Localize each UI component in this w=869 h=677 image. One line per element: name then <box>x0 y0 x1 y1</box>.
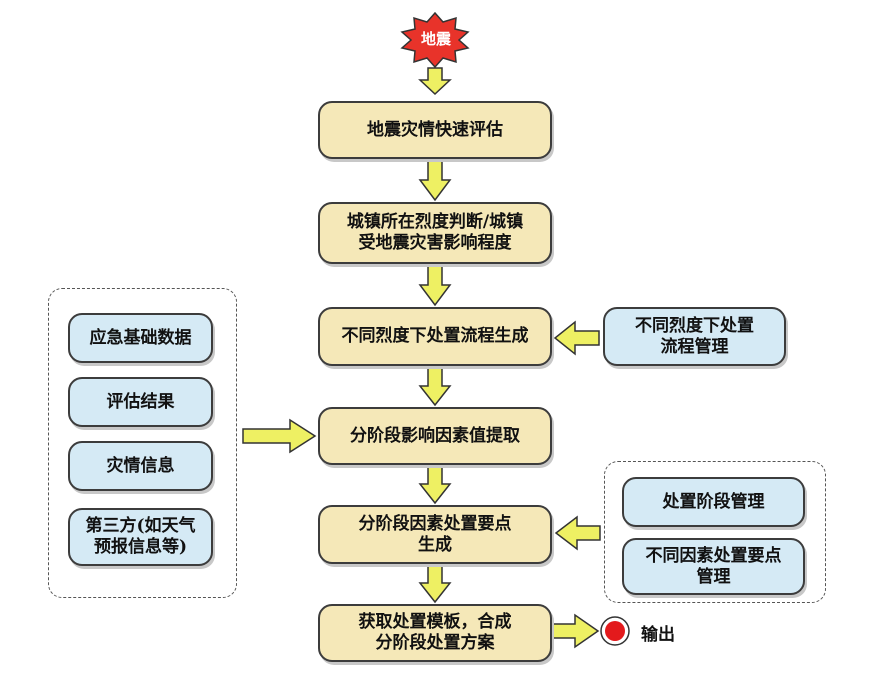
arrow-left-right-single <box>553 320 600 356</box>
arrow-down-5 <box>418 464 452 505</box>
arrow-left-right-group <box>554 515 601 551</box>
earthquake-star-icon <box>400 11 470 69</box>
arrow-down-4 <box>418 365 452 407</box>
start-label: 地震 <box>420 30 451 48</box>
output-dot-icon <box>605 621 625 641</box>
step-box-4: 分阶段影响因素值提取 <box>318 407 552 465</box>
left-group-container <box>48 288 237 598</box>
right-single-box: 不同烈度下处置 流程管理 <box>603 307 786 366</box>
left-item-3: 灾情信息 <box>68 441 213 491</box>
step-box-2: 城镇所在烈度判断/城镇 受地震灾害影响程度 <box>318 202 552 264</box>
left-item-1: 应急基础数据 <box>68 313 213 363</box>
right-group-container <box>604 461 826 603</box>
output-label: 输出 <box>641 625 675 645</box>
right-item-2: 不同因素处置要点 管理 <box>622 538 805 595</box>
arrow-right-output <box>552 613 600 649</box>
right-item-1: 处置阶段管理 <box>622 477 805 527</box>
arrow-down-3 <box>418 263 452 307</box>
arrow-down-6 <box>418 563 452 604</box>
arrow-right-left-group <box>242 418 317 454</box>
arrow-down-1 <box>418 67 452 96</box>
step-box-5: 分阶段因素处置要点 生成 <box>318 505 552 564</box>
step-box-3: 不同烈度下处置流程生成 <box>318 307 552 366</box>
step-box-6: 获取处置模板，合成 分阶段处置方案 <box>318 604 552 662</box>
step-box-1: 地震灾情快速评估 <box>318 101 552 159</box>
arrow-down-2 <box>418 158 452 202</box>
left-item-2: 评估结果 <box>68 377 213 427</box>
left-item-4: 第三方(如天气 预报信息等) <box>68 508 213 566</box>
